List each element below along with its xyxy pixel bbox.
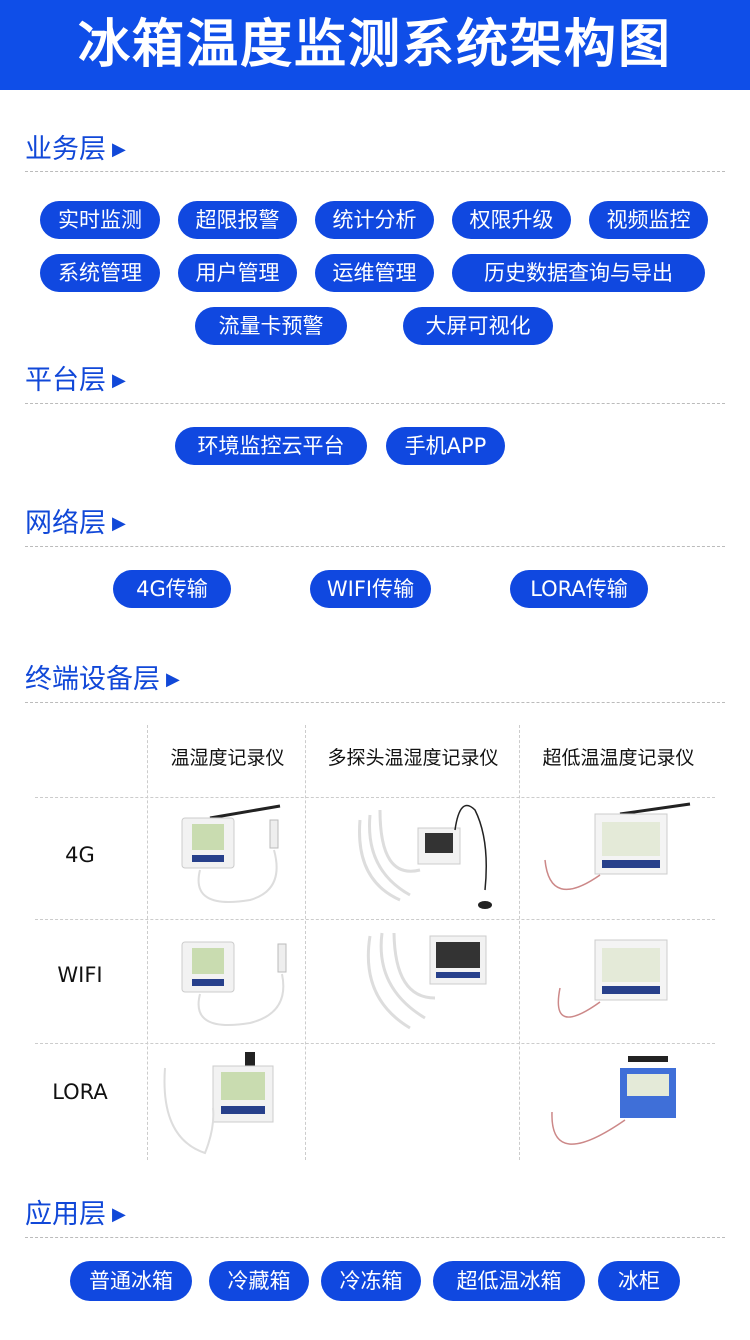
pill-alarm: 超限报警 — [178, 201, 297, 239]
device-image-ultralow-wifi — [557, 939, 668, 1018]
page-title: 冰箱温度监测系统架构图 — [0, 0, 750, 90]
divider — [25, 403, 725, 404]
pill-cloud: 环境监控云平台 — [175, 427, 367, 465]
pill-freezer-box: 冷冻箱 — [321, 1261, 421, 1301]
triangle-right-icon: ▶ — [112, 139, 126, 160]
pill-history: 历史数据查询与导出 — [452, 254, 705, 292]
device-image-multi-probe-4g — [358, 804, 492, 909]
device-image-th-logger-lora — [163, 1052, 274, 1155]
pill-traffic: 流量卡预警 — [195, 307, 347, 345]
row-header: 4G — [65, 843, 95, 867]
section-network: 网络层 ▶ — [25, 507, 126, 541]
section-business: 业务层 ▶ — [25, 133, 126, 167]
triangle-right-icon: ▶ — [112, 513, 126, 534]
pill-user: 用户管理 — [178, 254, 297, 292]
pill-realtime: 实时监测 — [40, 201, 160, 239]
pill-bigscreen: 大屏可视化 — [403, 307, 553, 345]
divider — [25, 702, 725, 703]
pill-cold-box: 冷藏箱 — [209, 1261, 309, 1301]
grid-line — [147, 725, 148, 1160]
divider — [25, 546, 725, 547]
pill-cabinet: 冰柜 — [598, 1261, 680, 1301]
device-image-th-logger-4g — [181, 804, 281, 903]
grid-line — [35, 797, 715, 798]
divider — [25, 171, 725, 172]
device-image-multi-probe-wifi — [366, 932, 487, 1030]
section-platform: 平台层 ▶ — [25, 364, 126, 398]
section-label: 终端设备层 — [25, 664, 160, 695]
grid-line — [35, 919, 715, 920]
triangle-right-icon: ▶ — [112, 370, 126, 391]
section-label: 网络层 — [25, 508, 106, 539]
pill-stats: 统计分析 — [315, 201, 434, 239]
column-header: 超低温温度记录仪 — [542, 747, 695, 769]
section-label: 应用层 — [25, 1199, 106, 1230]
row-header: LORA — [52, 1080, 108, 1104]
section-label: 业务层 — [25, 134, 106, 165]
pill-ultralow-fridge: 超低温冰箱 — [433, 1261, 585, 1301]
triangle-right-icon: ▶ — [166, 669, 180, 690]
pill-wifi: WIFI传输 — [310, 570, 431, 608]
device-image-ultralow-4g — [544, 802, 691, 891]
row-header: WIFI — [57, 963, 103, 987]
device-image-ultralow-lora — [551, 1056, 676, 1145]
triangle-right-icon: ▶ — [112, 1204, 126, 1225]
section-application: 应用层 ▶ — [25, 1198, 126, 1232]
section-terminal: 终端设备层 ▶ — [25, 663, 180, 697]
pill-4g: 4G传输 — [113, 570, 231, 608]
pill-fridge: 普通冰箱 — [70, 1261, 192, 1301]
pill-video: 视频监控 — [589, 201, 708, 239]
grid-line — [305, 725, 306, 1160]
grid-line — [35, 1043, 715, 1044]
divider — [25, 1237, 725, 1238]
pill-permission: 权限升级 — [452, 201, 571, 239]
grid-line — [519, 725, 520, 1160]
pill-system: 系统管理 — [40, 254, 160, 292]
pill-lora: LORA传输 — [510, 570, 648, 608]
section-label: 平台层 — [25, 365, 106, 396]
device-image-th-logger-wifi — [181, 941, 287, 1027]
pill-ops: 运维管理 — [315, 254, 434, 292]
column-header: 温湿度记录仪 — [170, 747, 285, 769]
pill-app: 手机APP — [386, 427, 505, 465]
column-header: 多探头温湿度记录仪 — [327, 747, 499, 769]
